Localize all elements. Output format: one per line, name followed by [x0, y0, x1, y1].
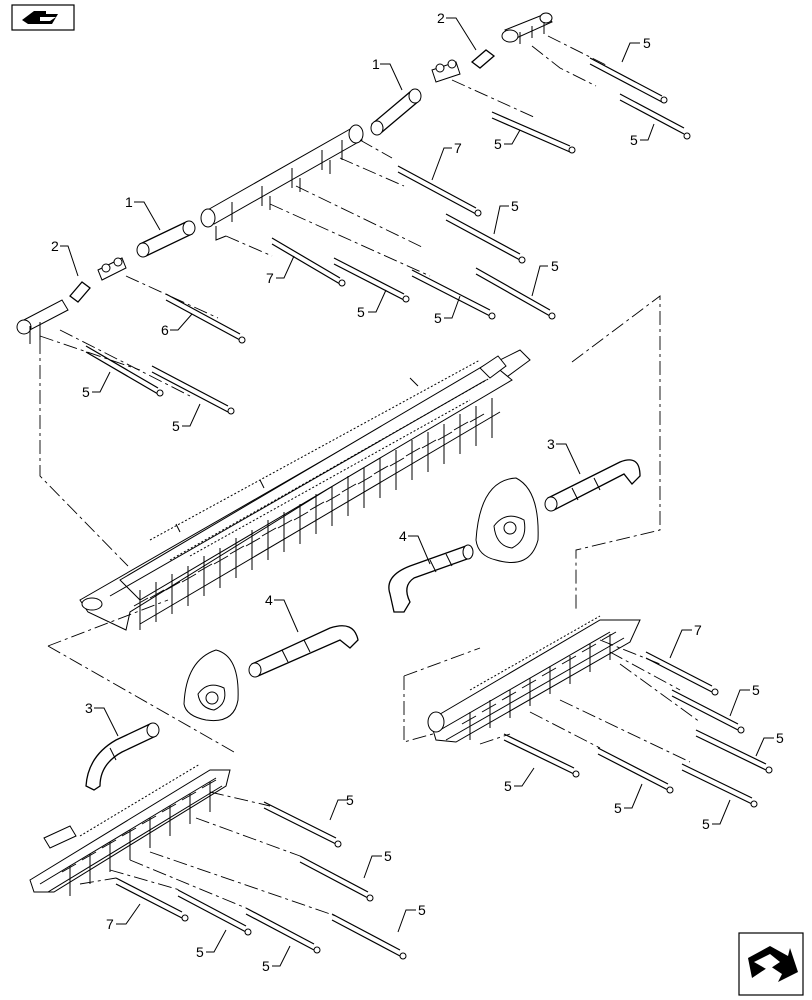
callout-label: 3 — [547, 436, 555, 452]
callout-leaders — [60, 17, 774, 967]
callout-label: 5 — [434, 310, 442, 326]
callout-label: 5 — [82, 384, 90, 400]
hose-1-left — [136, 220, 196, 258]
callout-label: 5 — [776, 730, 784, 746]
callout-label: 7 — [694, 622, 702, 638]
callout-labels: 1 2 5 5 5 7 5 1 2 5 5 7 5 5 6 5 5 3 4 4 … — [51, 10, 784, 974]
hose-3-left — [85, 722, 160, 791]
callout-label: 2 — [437, 10, 445, 26]
callout-label: 7 — [454, 140, 462, 156]
callout-label: 5 — [418, 902, 426, 918]
callout-label: 1 — [125, 194, 133, 210]
lower-leader-lines — [79, 639, 701, 917]
callout-label: 5 — [630, 132, 638, 148]
callout-label: 4 — [399, 528, 407, 544]
main-frame — [79, 349, 531, 631]
callout-label: 5 — [172, 418, 180, 434]
callout-label: 5 — [262, 958, 270, 974]
upper-manifold-left — [16, 257, 127, 344]
row-units-center — [133, 398, 493, 630]
disc-right — [475, 477, 539, 563]
callout-label: 5 — [384, 848, 392, 864]
callout-label: 5 — [551, 258, 559, 274]
callout-label: 1 — [372, 56, 380, 72]
disc-left — [183, 649, 239, 722]
callout-label: 5 — [643, 35, 651, 51]
callout-label: 7 — [266, 270, 274, 286]
rods-upper — [85, 57, 691, 415]
hose-3-right — [544, 459, 641, 512]
callout-label: 4 — [265, 592, 273, 608]
callout-label: 5 — [702, 816, 710, 832]
rods-lower — [115, 651, 773, 960]
callout-label: 5 — [494, 136, 502, 152]
callout-label: 5 — [196, 944, 204, 960]
callout-label: 5 — [614, 800, 622, 816]
hose-4-left — [248, 625, 359, 678]
callout-label: 5 — [504, 778, 512, 794]
upper-manifold-right — [431, 12, 553, 83]
callout-label: 2 — [51, 238, 59, 254]
callout-label: 5 — [752, 682, 760, 698]
navigate-next-icon[interactable] — [738, 932, 804, 996]
callout-label: 5 — [346, 792, 354, 808]
callout-label: 5 — [357, 304, 365, 320]
manifold-center — [200, 124, 364, 241]
callout-label: 7 — [106, 916, 114, 932]
callout-label: 6 — [161, 322, 169, 338]
callout-label: 3 — [85, 700, 93, 716]
center-leader-lines — [47, 295, 661, 753]
hose-1-upper — [370, 88, 422, 136]
callout-label: 5 — [511, 198, 519, 214]
left-section-frame — [29, 763, 231, 896]
exploded-view-icon[interactable] — [11, 4, 75, 31]
hose-4-right — [388, 544, 474, 613]
right-section-frame — [427, 615, 641, 743]
